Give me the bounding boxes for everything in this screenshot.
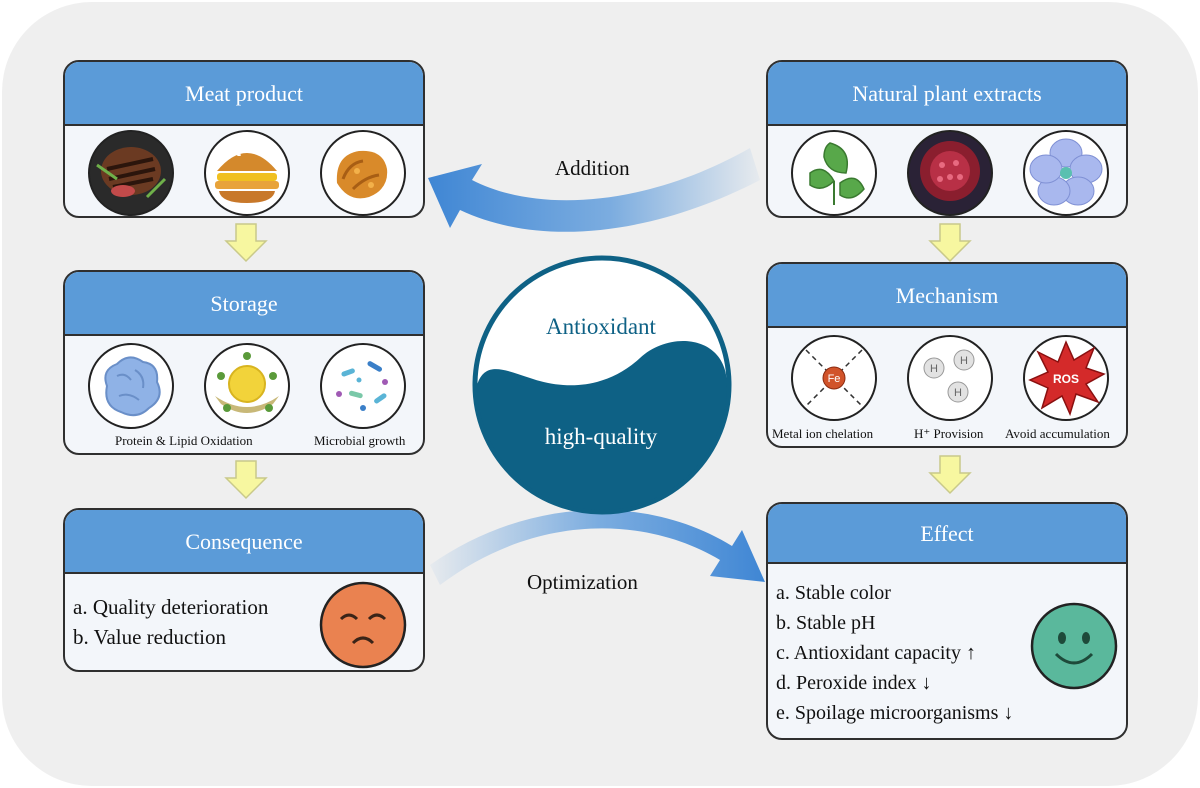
avoid-accumulation-caption: Avoid accumulation [1005, 426, 1110, 441]
effect-panel: Effect a. Stable color b. Stable pH c. A… [766, 502, 1128, 740]
metal-ion-caption: Metal ion chelation [772, 426, 874, 441]
plant-extracts-title: Natural plant extracts [768, 62, 1126, 126]
down-arrow-4 [928, 455, 972, 495]
consequence-panel: Consequence a. Quality deterioration b. … [63, 508, 425, 672]
consequence-item: a. Quality deterioration [73, 595, 269, 619]
leaf-icon [791, 130, 877, 216]
microbial-growth-caption: Microbial growth [314, 433, 406, 448]
effect-item: c. Antioxidant capacity ↑ [776, 642, 976, 664]
consequence-title: Consequence [65, 510, 423, 574]
meat-product-title: Meat product [65, 62, 423, 126]
plant-extracts-panel: Natural plant extracts [766, 60, 1128, 218]
effect-item: a. Stable color [776, 582, 891, 604]
fe-symbol: Fe [828, 373, 841, 385]
effect-item: b. Stable pH [776, 612, 876, 634]
flower-icon [1023, 130, 1109, 216]
microbes-icon [320, 343, 406, 429]
antioxidant-label: Antioxidant [546, 314, 656, 339]
storage-title: Storage [65, 272, 423, 336]
ros-burst-icon: ROS [1023, 335, 1109, 421]
mechanism-panel: Mechanism Fe H H H ROS Met [766, 262, 1128, 448]
effect-item: d. Peroxide index ↓ [776, 672, 932, 694]
mechanism-title: Mechanism [768, 264, 1126, 328]
meat-product-panel: Meat product [63, 60, 425, 218]
effect-item: e. Spoilage microorganisms ↓ [776, 702, 1014, 724]
steak-icon [88, 130, 174, 216]
h-provision-caption: H⁺ Provision [914, 426, 984, 441]
effect-list: a. Stable color b. Stable pH c. Antioxid… [776, 578, 1013, 728]
protein-blob-icon [88, 343, 174, 429]
optimization-arrow [430, 509, 765, 585]
yin-yang-symbol [472, 255, 732, 515]
storage-panel: Storage [63, 270, 425, 455]
smiley-face-icon [1030, 602, 1118, 690]
consequence-list: a. Quality deterioration b. Value reduct… [73, 592, 268, 652]
effect-title: Effect [768, 504, 1126, 564]
high-quality-label: high-quality [544, 424, 658, 449]
h-atom-1: H [930, 363, 938, 375]
h-atom-2: H [960, 355, 968, 367]
down-arrow-3 [928, 223, 972, 263]
h-atom-3: H [954, 387, 962, 399]
fried-chicken-icon [320, 130, 406, 216]
burger-icon [204, 130, 290, 216]
consequence-item: b. Value reduction [73, 625, 226, 649]
down-arrow-2 [224, 460, 268, 500]
down-arrow-1 [224, 223, 268, 263]
sad-face-icon [319, 581, 407, 669]
addition-label: Addition [555, 156, 630, 180]
pomegranate-icon [907, 130, 993, 216]
optimization-label: Optimization [527, 570, 638, 594]
protein-lipid-caption: Protein & Lipid Oxidation [115, 433, 253, 448]
fe-chelation-icon: Fe [791, 335, 877, 421]
ros-symbol: ROS [1053, 372, 1079, 386]
addition-arrow [428, 148, 760, 232]
lipid-droplet-icon [204, 343, 290, 429]
hydrogen-icon: H H H [907, 335, 993, 421]
